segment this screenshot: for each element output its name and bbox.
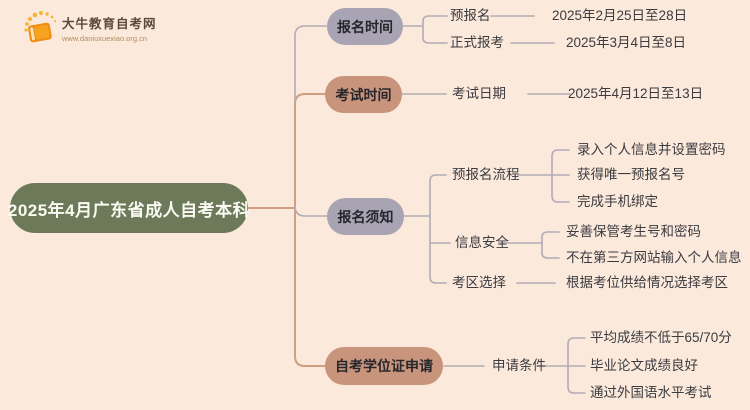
b3-security-bracket bbox=[541, 231, 560, 259]
topic-label: 预报名流程 bbox=[452, 167, 520, 182]
topic-label: 申请条件 bbox=[492, 358, 546, 373]
detail-item: 妥善保管考生号和密码 bbox=[566, 224, 701, 239]
topic-label: 考区选择 bbox=[452, 275, 506, 290]
spine-up-registration-time bbox=[294, 25, 327, 105]
root-node: 2025年4月广东省成人自考本科 bbox=[8, 183, 250, 233]
detail-item: 通过外国语水平考试 bbox=[590, 385, 712, 400]
topic-label: 正式报考 bbox=[450, 35, 504, 50]
spine-up-exam-time bbox=[294, 93, 327, 209]
detail-item: 毕业论文成绩良好 bbox=[590, 358, 698, 373]
topic-value: 2025年4月12日至13日 bbox=[568, 86, 704, 101]
stub-registration-notes bbox=[294, 205, 328, 217]
site-logo: 大牛教育自考网 www.daniuxuexiao.org.cn bbox=[22, 9, 157, 47]
spine-down-degree bbox=[294, 207, 327, 367]
site-url: www.daniuxuexiao.org.cn bbox=[62, 34, 148, 43]
detail-item: 完成手机绑定 bbox=[577, 194, 658, 209]
branch-node-exam-time: 考试时间 bbox=[325, 76, 402, 113]
topic-label: 考试日期 bbox=[452, 86, 506, 101]
detail-item: 平均成绩不低于65/70分 bbox=[590, 330, 732, 345]
site-name: 大牛教育自考网 bbox=[62, 17, 157, 31]
branch-node-registration-time: 报名时间 bbox=[327, 8, 403, 45]
branch-node-degree-application: 自考学位证申请 bbox=[325, 347, 443, 385]
detail-item: 不在第三方网站输入个人信息 bbox=[566, 250, 742, 265]
b4-condition-bracket bbox=[567, 337, 586, 394]
topic-value: 2025年2月25日至28日 bbox=[552, 8, 688, 23]
b3-bracket bbox=[429, 174, 451, 284]
topic-value: 2025年3月4日至8日 bbox=[566, 35, 687, 50]
topic-label: 预报名 bbox=[450, 8, 491, 23]
b3-process-bracket bbox=[551, 149, 570, 203]
b1-bracket bbox=[422, 15, 448, 44]
topic-value: 根据考位供给情况选择考区 bbox=[566, 275, 728, 290]
book-icon bbox=[24, 11, 57, 43]
branch-node-registration-notes: 报名须知 bbox=[327, 198, 404, 235]
detail-item: 录入个人信息并设置密码 bbox=[577, 142, 726, 157]
topic-label: 信息安全 bbox=[455, 235, 509, 250]
detail-item: 获得唯一预报名号 bbox=[577, 167, 685, 182]
